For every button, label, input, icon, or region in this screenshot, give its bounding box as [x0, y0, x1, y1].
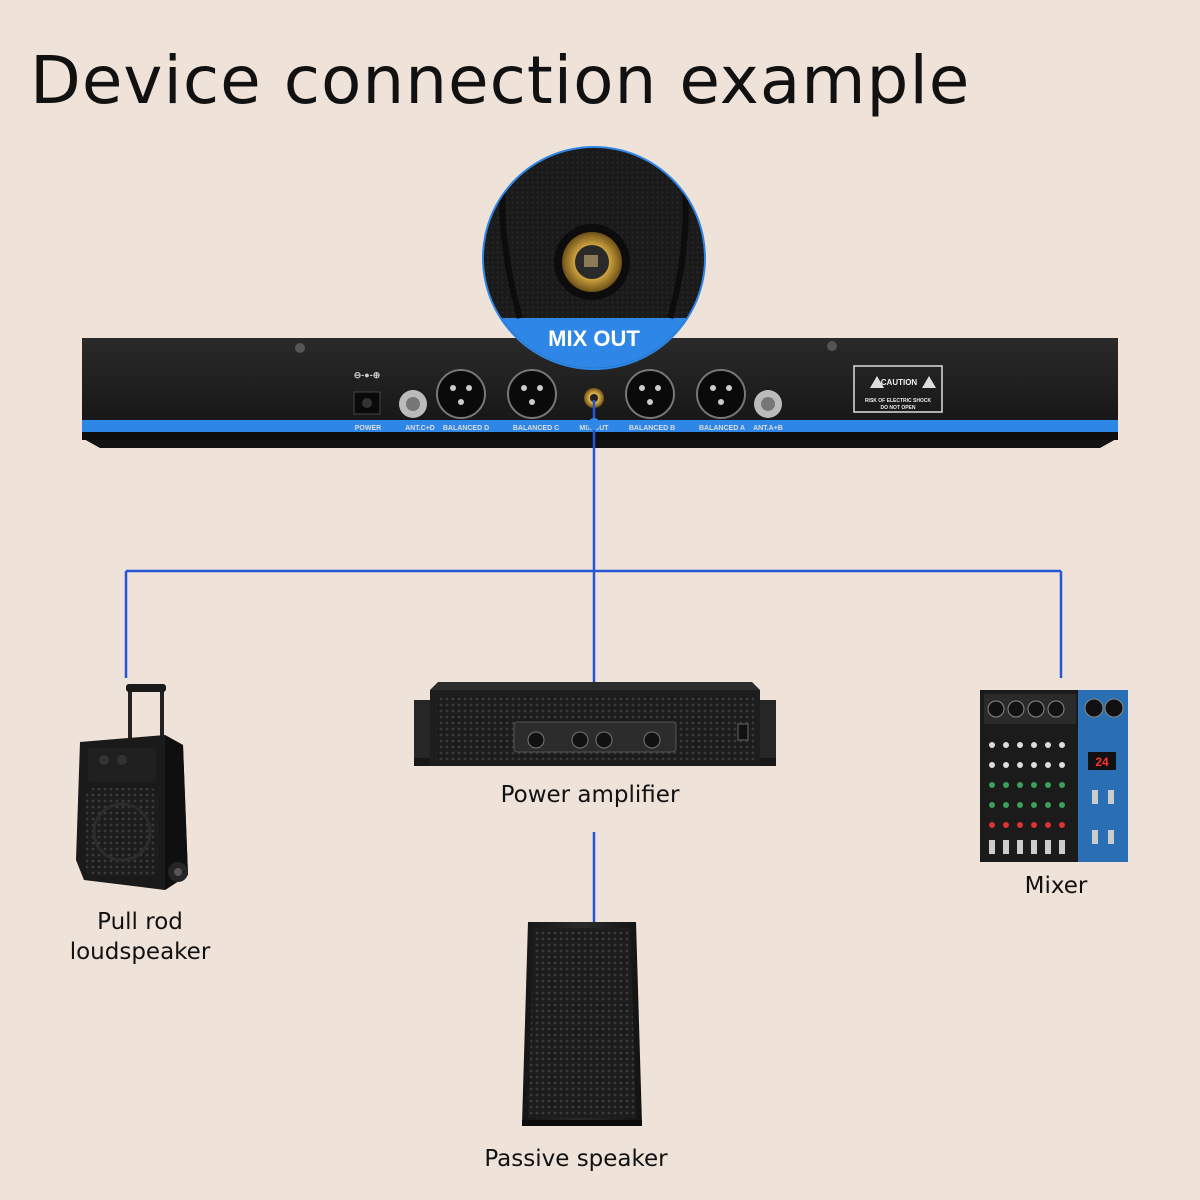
svg-text:⊖-●-⊕: ⊖-●-⊕: [354, 370, 381, 380]
port-label-power: POWER: [355, 425, 381, 432]
port-label-balanced-c: BALANCED C: [513, 425, 559, 432]
receiver-back-panel: ⊖-●-⊕ CAUTION RISK OF ELECTRIC SHOCK DO …: [82, 338, 1118, 448]
port-label-balanced-a: BALANCED A: [699, 425, 745, 432]
port-label-ant-cd: ANT.C+D: [405, 425, 435, 432]
loudspeaker-label-line-1: Pull rod: [97, 909, 183, 935]
passive-speaker-label: Passive speaker: [484, 1146, 668, 1172]
svg-text:24: 24: [1095, 755, 1109, 769]
loudspeaker-label: Pull rod loudspeaker: [40, 907, 240, 967]
page-title: Device connection example: [30, 42, 971, 119]
amplifier-label: Power amplifier: [500, 782, 680, 808]
connection-lines: [124, 400, 1063, 922]
caution-title: CAUTION: [881, 378, 918, 387]
pull-rod-loudspeaker-image: [76, 684, 188, 890]
passive-speaker-image: [522, 922, 642, 1126]
mixer-label: Mixer: [1024, 873, 1088, 899]
caution-line-2: DO NOT OPEN: [880, 405, 915, 411]
port-label-balanced-d: BALANCED D: [443, 425, 489, 432]
loudspeaker-label-line-2: loudspeaker: [69, 939, 211, 965]
mix-out-connection-dot: [588, 418, 600, 430]
mixer-image: 24: [980, 690, 1128, 862]
mix-out-zoom-label: MIX OUT: [548, 326, 640, 351]
port-label-ant-ab: ANT.A+B: [753, 425, 783, 432]
caution-line-1: RISK OF ELECTRIC SHOCK: [865, 398, 932, 404]
power-amplifier-image: [414, 682, 776, 766]
port-label-balanced-b: BALANCED B: [629, 425, 675, 432]
